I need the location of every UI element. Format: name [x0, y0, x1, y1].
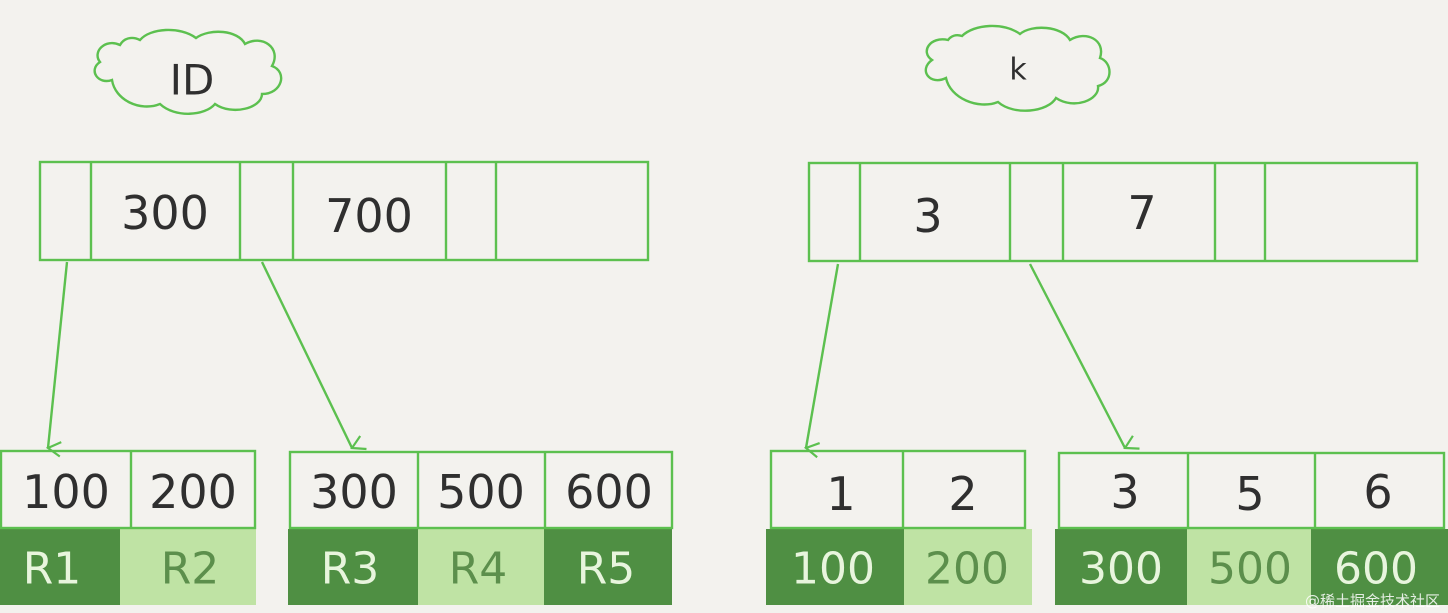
k-leaf-b: 3 5 6 300 500 600 [1055, 451, 1448, 605]
id-title: ID [170, 56, 215, 105]
leaf-key-box [769, 449, 1027, 530]
cloud-outline [924, 24, 1111, 112]
leaf-key: 2 [948, 467, 977, 521]
value-cell [418, 529, 544, 605]
cloud-outline [93, 28, 283, 115]
root-key: 3 [913, 189, 942, 243]
value-cell [120, 529, 256, 605]
leaf-key: 6 [1363, 465, 1392, 519]
k-title-cloud: k [924, 24, 1111, 112]
id-tree: ID 300 700 100 200 R1 R2 [0, 28, 674, 605]
root-key: 300 [121, 186, 209, 240]
pointer-arrow [806, 263, 840, 448]
row-label: R4 [449, 544, 508, 595]
k-root-node: 3 7 [807, 161, 1419, 263]
root-key: 7 [1127, 186, 1156, 240]
id-root-node: 300 700 [38, 160, 650, 262]
row-value: 500 [1208, 544, 1292, 595]
value-cell [1311, 529, 1448, 605]
row-value: 100 [791, 544, 875, 595]
leaf-key: 5 [1235, 467, 1264, 521]
leaf-key: 3 [1110, 465, 1139, 519]
id-title-cloud: ID [93, 28, 283, 115]
value-cell [1055, 529, 1187, 605]
root-node-box [38, 160, 650, 262]
leaf-key: 300 [310, 465, 398, 519]
row-label: R2 [161, 544, 220, 595]
leaf-key: 500 [437, 465, 525, 519]
leaf-key: 1 [826, 467, 855, 521]
k-leaf-a: 1 2 100 200 [766, 449, 1032, 605]
root-key: 700 [325, 189, 413, 243]
pointer-arrow [1028, 263, 1125, 448]
id-leaf-b: 300 500 600 R3 R4 R5 [288, 450, 674, 605]
value-cell [904, 529, 1032, 605]
leaf-key-box [1057, 451, 1446, 530]
pointer-arrow [260, 261, 352, 448]
k-title: k [1009, 53, 1027, 88]
leaf-key: 100 [22, 465, 110, 519]
leaf-key-box [288, 450, 674, 530]
row-value: 300 [1079, 544, 1163, 595]
k-tree: k 3 7 1 2 100 200 [766, 24, 1448, 605]
value-cell [288, 529, 418, 605]
row-label: R3 [321, 544, 380, 595]
id-leaf-a: 100 200 R1 R2 [0, 449, 257, 605]
value-cell [766, 529, 904, 605]
value-cell [1187, 529, 1311, 605]
watermark: @稀土掘金技术社区 [1304, 592, 1440, 610]
leaf-key: 200 [149, 465, 237, 519]
value-cell [0, 529, 120, 605]
leaf-key: 600 [565, 465, 653, 519]
value-cell [544, 529, 672, 605]
row-label: R1 [23, 544, 82, 595]
pointer-arrow [48, 261, 69, 448]
row-value: 600 [1334, 544, 1418, 595]
row-label: R5 [577, 544, 636, 595]
row-value: 200 [925, 544, 1009, 595]
leaf-key-box [0, 449, 257, 530]
root-node-box [807, 161, 1419, 263]
